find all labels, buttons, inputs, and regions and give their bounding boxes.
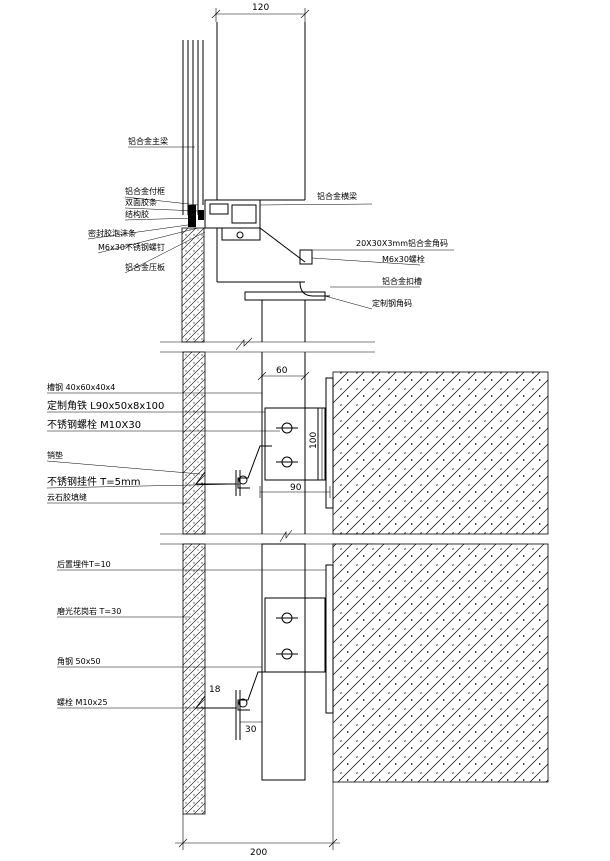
- label-double-tape: 双面胶条: [125, 197, 157, 207]
- steel-post-mid: [261, 352, 306, 534]
- bracket-plate-mid: [195, 407, 327, 496]
- dim-bottom: 200: [175, 782, 340, 858]
- label-pin-washer: 销垫: [47, 450, 63, 460]
- dim-top: 120: [211, 3, 310, 30]
- label-stone-glue: 云石胶填缝: [47, 492, 87, 502]
- dim-100-label: 100: [309, 432, 319, 449]
- dim-30: 30: [239, 716, 263, 735]
- label-structural-sealant: 结构胶: [125, 209, 149, 219]
- dim-18-label: 18: [209, 685, 221, 695]
- label-custom-angle: 定制角铁 L90x50x8x100: [47, 399, 164, 412]
- labels-mid-left: 槽钢 40x60x40x4 定制角铁 L90x50x8x100 不锈钢螺栓 M1…: [46, 382, 280, 504]
- stone-strip-upper: [181, 227, 205, 343]
- label-angle-steel: 角钢 50x50: [57, 656, 101, 666]
- steel-post-lower: [261, 543, 306, 781]
- label-pressure-plate: 铝合金压板: [125, 262, 165, 272]
- dim-100: 100: [309, 408, 323, 480]
- dim-60-label: 60: [276, 366, 288, 376]
- dim-90: 90: [259, 483, 331, 498]
- labels-bottom-left: 后置埋件T=10 磨光花岗岩 T=30 角钢 50x50 螺栓 M10x25: [57, 559, 326, 709]
- labels-top-left: 铝合金主梁 铝合金付框 双面胶条 结构胶 密封胶泡沫条 M6x30不锈钢螺钉 铝…: [87, 136, 206, 274]
- label-granite: 磨光花岗岩 T=30: [57, 606, 121, 616]
- transom-block: [188, 199, 330, 297]
- steel-post-upper: [244, 291, 326, 342]
- label-sealant-foam: 密封胶泡沫条: [88, 228, 136, 238]
- label-channel-steel: 槽钢 40x60x40x4: [47, 382, 115, 392]
- concrete-wall-lower: [332, 543, 549, 783]
- concrete-wall-mid: [332, 371, 549, 535]
- stone-panel-lower: [182, 543, 206, 815]
- label-main-mullion: 铝合金主梁: [128, 136, 168, 146]
- label-aux-frame: 铝合金付框: [125, 186, 165, 196]
- label-alu-slot: 铝合金扣槽: [382, 276, 422, 286]
- dim-bottom-label: 200: [250, 848, 267, 858]
- label-bolt-m10: 螺栓 M10x25: [57, 697, 108, 707]
- dim-top-label: 120: [252, 3, 269, 13]
- label-embed-plate: 后置埋件T=10: [57, 559, 111, 569]
- label-custom-steel-angle: 定制钢角码: [372, 298, 412, 308]
- labels-top-right: 铝合金横梁 20X30X3mm铝合金角码 M6x30螺栓 铝合金扣槽 定制钢角码: [259, 191, 454, 310]
- label-ss-hanger: 不锈钢挂件 T=5mm: [47, 475, 141, 488]
- dim-60: 60: [257, 366, 310, 382]
- label-ss-screw: M6x30不锈钢螺钉: [98, 242, 165, 252]
- bracket-plate-lower: [195, 597, 326, 740]
- glass-mullion: [182, 22, 306, 215]
- label-angle-clip: 20X30X3mm铝合金角码: [356, 238, 448, 248]
- label-m6-bolt: M6x30螺栓: [382, 254, 425, 264]
- stone-panel-mid: [182, 351, 206, 535]
- dim-90-label: 90: [290, 483, 302, 493]
- label-ss-bolt: 不锈钢螺栓 M10X30: [47, 418, 141, 431]
- label-transom: 铝合金横梁: [317, 191, 357, 201]
- dim-30-label: 30: [245, 725, 257, 735]
